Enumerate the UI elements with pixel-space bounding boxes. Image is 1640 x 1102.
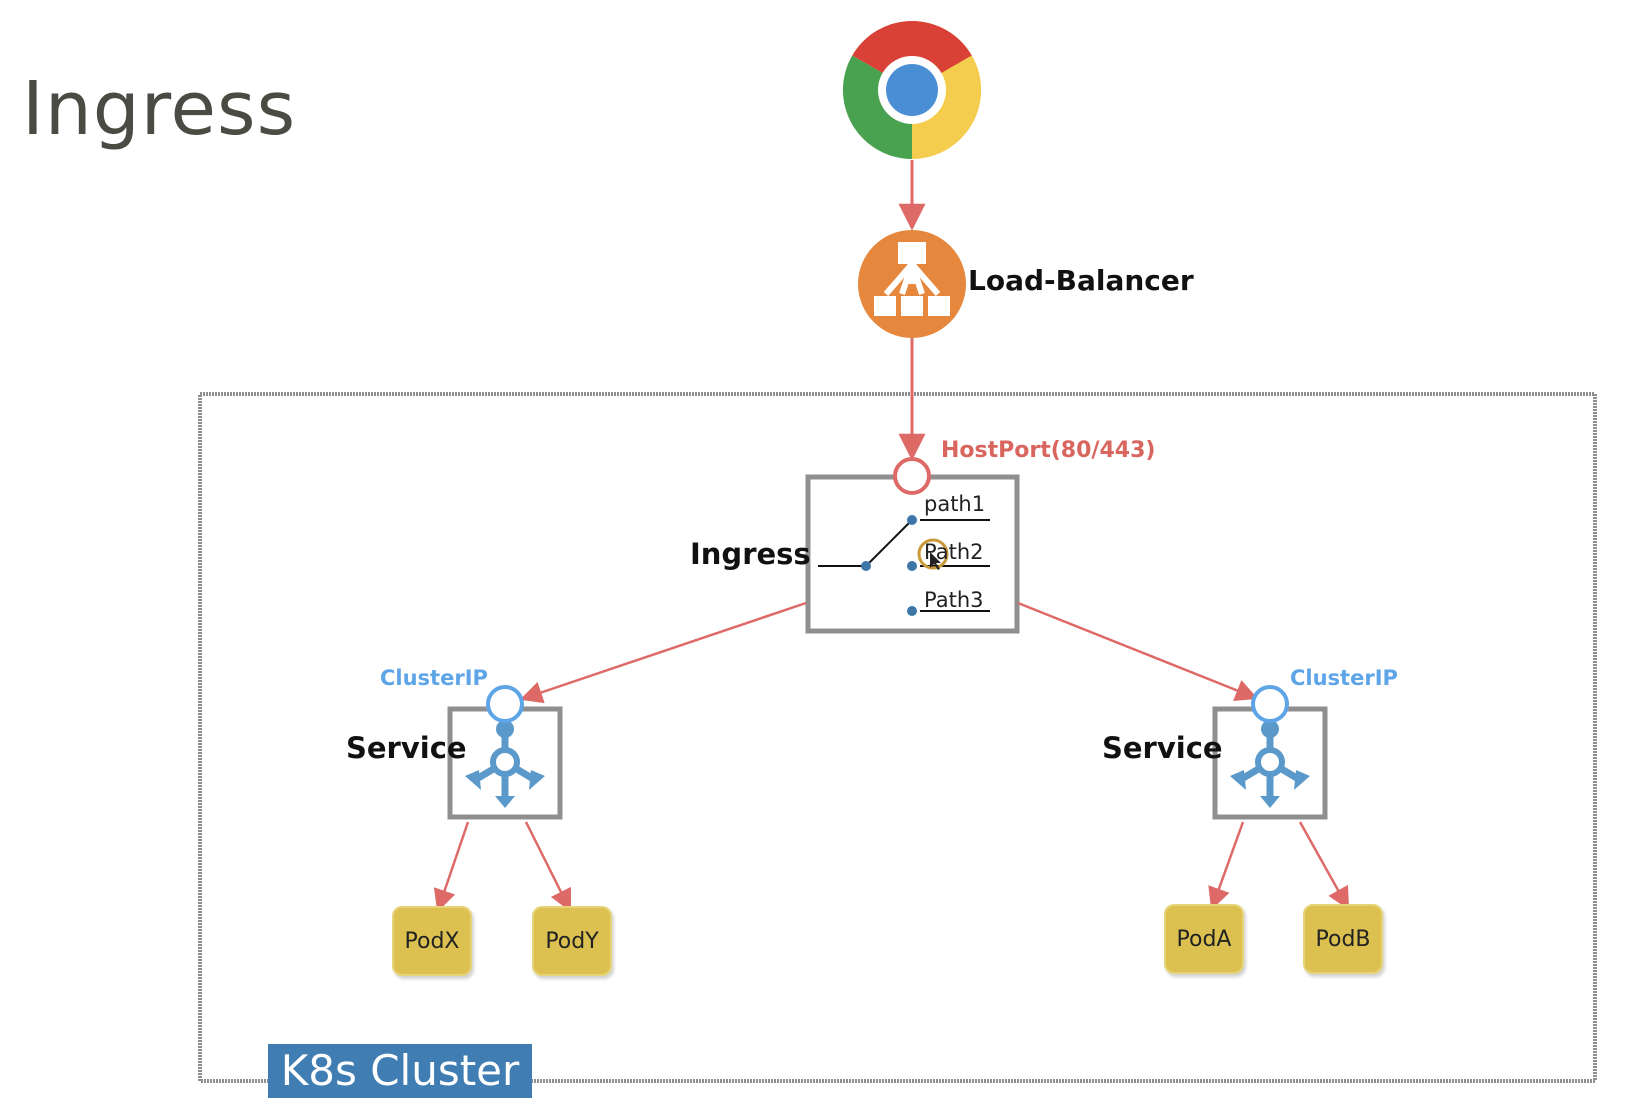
cluster-ip-label-left: ClusterIP	[380, 666, 488, 690]
ingress-path-1: path1	[924, 492, 986, 516]
k8s-cluster-label: K8s Cluster	[268, 1044, 532, 1098]
load-balancer-label: Load-Balancer	[968, 264, 1194, 297]
ingress-label: Ingress	[690, 537, 811, 571]
page-title: Ingress	[22, 66, 297, 152]
service-icon-left	[465, 720, 545, 808]
arrow-service-to-pody	[524, 821, 572, 913]
pod-b: PodB	[1303, 904, 1383, 974]
arrow-service-to-podx	[433, 821, 470, 913]
service-icon-right	[1230, 720, 1310, 808]
cluster-ip-label-right: ClusterIP	[1290, 666, 1398, 690]
cluster-ip-ring-right	[1251, 685, 1289, 723]
pod-a: PodA	[1164, 904, 1244, 974]
pod-y: PodY	[532, 906, 612, 976]
hostport-label: HostPort(80/443)	[941, 438, 1156, 463]
ingress-switch	[818, 515, 990, 616]
service-label-left: Service	[346, 731, 467, 765]
mouse-cursor-icon	[917, 538, 949, 570]
arrow-service-to-poda	[1208, 821, 1245, 911]
load-balancer-icon	[858, 230, 966, 338]
arrow-ingress-to-service-left	[519, 601, 807, 704]
pod-x: PodX	[392, 906, 472, 976]
ingress-path-3: Path3	[924, 588, 984, 612]
chrome-browser-icon	[842, 20, 982, 160]
hostport-ring	[893, 457, 931, 495]
ingress-box	[805, 474, 1020, 634]
service-label-right: Service	[1102, 731, 1223, 765]
cluster-ip-ring-left	[486, 685, 524, 723]
arrow-ingress-to-service-right	[1017, 601, 1259, 701]
k8s-cluster-frame	[198, 392, 1597, 1083]
arrow-service-to-podb	[1298, 821, 1350, 910]
ingress-path-2: Path2	[924, 540, 984, 564]
